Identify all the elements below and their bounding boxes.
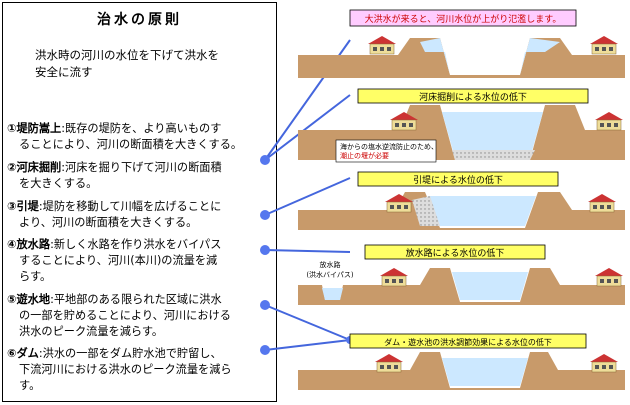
intro-line-1: 洪水時の河川の水位を下げて洪水を — [35, 48, 219, 62]
method-desc: らす。 — [19, 270, 52, 283]
principles-panel: 治水の原則 洪水時の河川の水位を下げて洪水を 安全に流す ①堤防嵩上:既存の堤防… — [2, 2, 277, 402]
method-desc: す。 — [19, 379, 41, 392]
method-name: 放水路 — [16, 238, 51, 251]
method-desc: ることにより、河川の断面積を大きくする。 — [19, 138, 243, 151]
method-name: 堤防嵩上 — [16, 122, 62, 135]
method-name: 遊水地 — [16, 293, 51, 306]
method-floodway: ④放水路:新しく水路を作り洪水をバイパス することにより、河川(本川)の流量を減… — [7, 237, 275, 285]
method-desc: :既存の堤防を、より高いものす — [61, 122, 222, 135]
method-name: 河床掘削 — [16, 161, 62, 174]
intro-text: 洪水時の河川の水位を下げて洪水を 安全に流す — [19, 47, 269, 81]
method-name: 引堤 — [16, 200, 39, 213]
method-number: ③ — [7, 200, 17, 213]
section-floodway: 放水路 (洪水バイパス) — [298, 260, 625, 305]
method-desc: :河床を掘り下げて河川の断面積 — [61, 161, 222, 174]
method-number: ⑤ — [7, 293, 17, 306]
method-desc: :洪水の一部をダム貯水池で貯留し、 — [38, 347, 222, 360]
note-line-2: 潮止の堰が必要 — [340, 151, 389, 160]
intro-line-2: 安全に流す — [35, 65, 93, 79]
method-desc: することにより、河川(本川)の流量を減 — [19, 254, 218, 267]
method-desc: の一部を貯めることにより、河川における — [19, 309, 231, 322]
bypass-label: 放水路 — [320, 260, 341, 269]
flood-banner — [349, 9, 577, 27]
method-number: ⑥ — [7, 347, 17, 360]
method-name: ダム — [16, 347, 39, 360]
method-desc: 下流河川における洪水のピーク流量を減ら — [19, 363, 232, 376]
panel-title: 治水の原則 — [97, 12, 182, 28]
banner-floodway-text: 放水路による水位の低下 — [406, 247, 505, 259]
section-dredge: 海からの塩水逆流防止のため、 潮止の堰が必要 — [298, 105, 625, 163]
section-setback — [298, 192, 625, 230]
method-dam: ⑥ダム:洪水の一部をダム貯水池で貯留し、 下流河川における洪水のピーク流量を減ら… — [7, 346, 275, 394]
method-desc: :平地部のある限られた区域に洪水 — [50, 293, 222, 306]
section-flood — [298, 35, 625, 78]
flood-banner-text: 大洪水が来ると、河川水位が上がり氾濫します。 — [365, 13, 562, 25]
banner-dredge-text: 河床掘削による水位の低下 — [419, 91, 527, 103]
method-desc: :新しく水路を作り洪水をバイパス — [50, 238, 222, 251]
method-retention-basin: ⑤遊水地:平地部のある限られた区域に洪水 の一部を貯めることにより、河川における… — [7, 292, 275, 340]
method-number: ① — [7, 122, 17, 135]
method-setback-levee: ③引堤:堤防を移動して川幅を広げることに より、河川の断面積を大きくする。 — [7, 199, 275, 231]
banner-dam-text: ダム・遊水池の洪水調節効果による水位の低下 — [384, 337, 552, 347]
method-desc: を大きくする。 — [19, 177, 98, 190]
section-dam — [298, 352, 625, 390]
banner-setback — [357, 171, 559, 187]
method-desc: より、河川の断面積を大きくする。 — [19, 216, 198, 229]
method-desc: :堤防を移動して川幅を広げることに — [38, 200, 222, 213]
connector-lines — [260, 39, 354, 355]
note-line-1: 海からの塩水逆流防止のため、 — [340, 142, 438, 151]
method-desc: 洪水のピーク流量を減らす。 — [19, 325, 164, 338]
method-dredge: ②河床掘削:河床を掘り下げて河川の断面積 を大きくする。 — [7, 160, 275, 192]
method-raise-levee: ①堤防嵩上:既存の堤防を、より高いものす ることにより、河川の断面積を大きくする… — [7, 121, 275, 153]
method-number: ② — [7, 161, 17, 174]
banner-setback-text: 引堤による水位の低下 — [413, 174, 503, 186]
banner-dam — [349, 333, 587, 349]
banner-floodway — [364, 244, 546, 260]
method-number: ④ — [7, 238, 17, 251]
banner-dredge — [357, 88, 589, 104]
bypass-sublabel: (洪水バイパス) — [306, 270, 354, 279]
